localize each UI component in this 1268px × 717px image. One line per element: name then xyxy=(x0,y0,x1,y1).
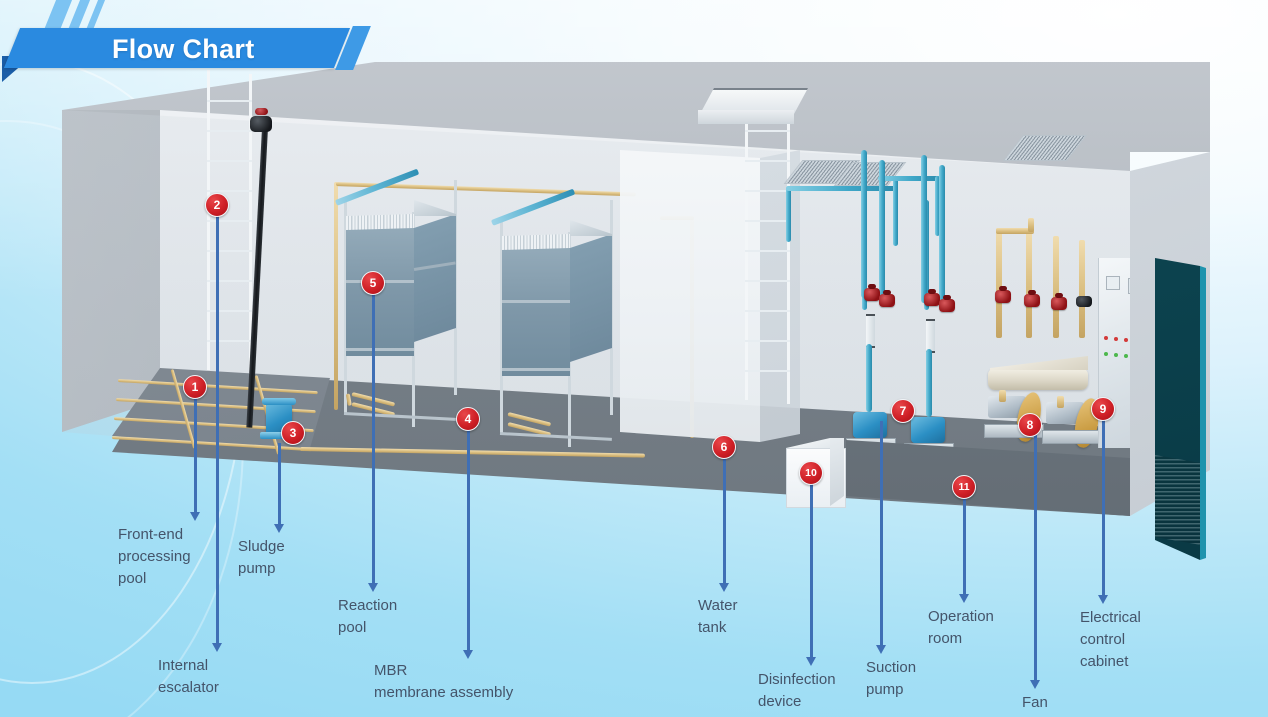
internal-ladder-left xyxy=(0,0,300,420)
leader-arrow-8 xyxy=(1030,680,1040,689)
leader-line-3 xyxy=(278,443,281,524)
valve-icon xyxy=(924,289,940,306)
leader-line-1 xyxy=(194,397,197,512)
valve-icon xyxy=(879,290,895,307)
ribbon-slash-3 xyxy=(85,0,106,30)
callout-label-5: Reaction pool xyxy=(338,597,398,636)
valve-icon xyxy=(1024,290,1040,307)
callout-marker-10[interactable]: 10 xyxy=(799,461,823,485)
callout-marker-6[interactable]: 6 xyxy=(712,435,736,459)
leader-arrow-3 xyxy=(274,524,284,533)
callout-marker-2[interactable]: 2 xyxy=(205,193,229,217)
callout-label-4: MBR membrane assembly xyxy=(374,662,514,701)
internal-ladder-right xyxy=(0,0,820,420)
callout-marker-11[interactable]: 11 xyxy=(952,475,976,499)
ribbon-slash-1 xyxy=(43,0,73,30)
fan-body-1 xyxy=(988,396,1026,418)
suction-pump-body xyxy=(911,417,945,443)
leader-line-6 xyxy=(723,457,726,583)
leader-arrow-6 xyxy=(719,583,729,592)
leader-arrow-2 xyxy=(212,643,222,652)
air-manifold xyxy=(988,368,1088,390)
callout-label-10: Disinfection device xyxy=(758,671,836,710)
callout-label-11: Operation room xyxy=(928,608,994,647)
valve-icon xyxy=(864,284,880,301)
indicator-led-green xyxy=(1114,353,1118,357)
indicator-led-red xyxy=(1124,338,1128,342)
callout-label-7: Suction pump xyxy=(866,659,917,698)
valve-icon xyxy=(995,286,1011,303)
leader-arrow-9 xyxy=(1098,595,1108,604)
blower-manifold-assembly xyxy=(984,218,1103,450)
valve-icon xyxy=(1051,293,1067,310)
leader-line-10 xyxy=(810,483,813,657)
indicator-led-green xyxy=(1124,354,1128,358)
leader-line-5 xyxy=(372,293,375,583)
title-ribbon: Flow Chart xyxy=(0,0,420,100)
water-tank-partition xyxy=(620,150,760,442)
callout-marker-3[interactable]: 3 xyxy=(281,421,305,445)
callout-marker-5[interactable]: 5 xyxy=(361,271,385,295)
valve-icon xyxy=(939,295,955,312)
callout-marker-9[interactable]: 9 xyxy=(1091,397,1115,421)
indicator-led-red xyxy=(1114,337,1118,341)
callout-marker-1[interactable]: 1 xyxy=(183,375,207,399)
callout-label-1: Front-end processing pool xyxy=(118,526,191,587)
leader-line-11 xyxy=(963,497,966,594)
roof-hatch xyxy=(0,0,1268,200)
mbr-module-left xyxy=(0,0,520,470)
leader-arrow-1 xyxy=(190,512,200,521)
water-tank-side xyxy=(760,150,800,442)
indicator-led-green xyxy=(1104,352,1108,356)
door-edge-highlight xyxy=(1200,266,1206,560)
page-title: Flow Chart xyxy=(112,33,255,64)
leader-line-2 xyxy=(216,215,219,643)
mbr-module-right xyxy=(0,0,680,470)
leader-arrow-10 xyxy=(806,657,816,666)
leader-line-4 xyxy=(467,429,470,650)
gold-riser-reaction xyxy=(334,182,338,410)
leader-line-9 xyxy=(1102,419,1105,595)
callout-marker-7[interactable]: 7 xyxy=(891,399,915,423)
sludge-pump-assembly xyxy=(0,0,340,470)
callout-label-6: Water tank xyxy=(698,597,738,636)
leader-line-7 xyxy=(880,421,883,645)
callout-label-3: Sludge pump xyxy=(238,538,285,577)
leader-arrow-4 xyxy=(463,650,473,659)
callout-marker-8[interactable]: 8 xyxy=(1018,413,1042,437)
leader-arrow-7 xyxy=(876,645,886,654)
container-door-open[interactable] xyxy=(1155,258,1200,560)
door-louvers xyxy=(1155,455,1201,545)
callout-label-8: Fan xyxy=(1022,694,1048,711)
leader-line-8 xyxy=(1034,435,1037,680)
callout-label-2: Internal escalator xyxy=(158,657,219,696)
container-left-wall xyxy=(62,110,160,432)
fan-body-2 xyxy=(1046,402,1084,424)
callout-label-9: Electrical control cabinet xyxy=(1080,609,1141,670)
indicator-led-red xyxy=(1104,336,1108,340)
callout-marker-4[interactable]: 4 xyxy=(456,407,480,431)
leader-arrow-5 xyxy=(368,583,378,592)
leader-arrow-11 xyxy=(959,594,969,603)
